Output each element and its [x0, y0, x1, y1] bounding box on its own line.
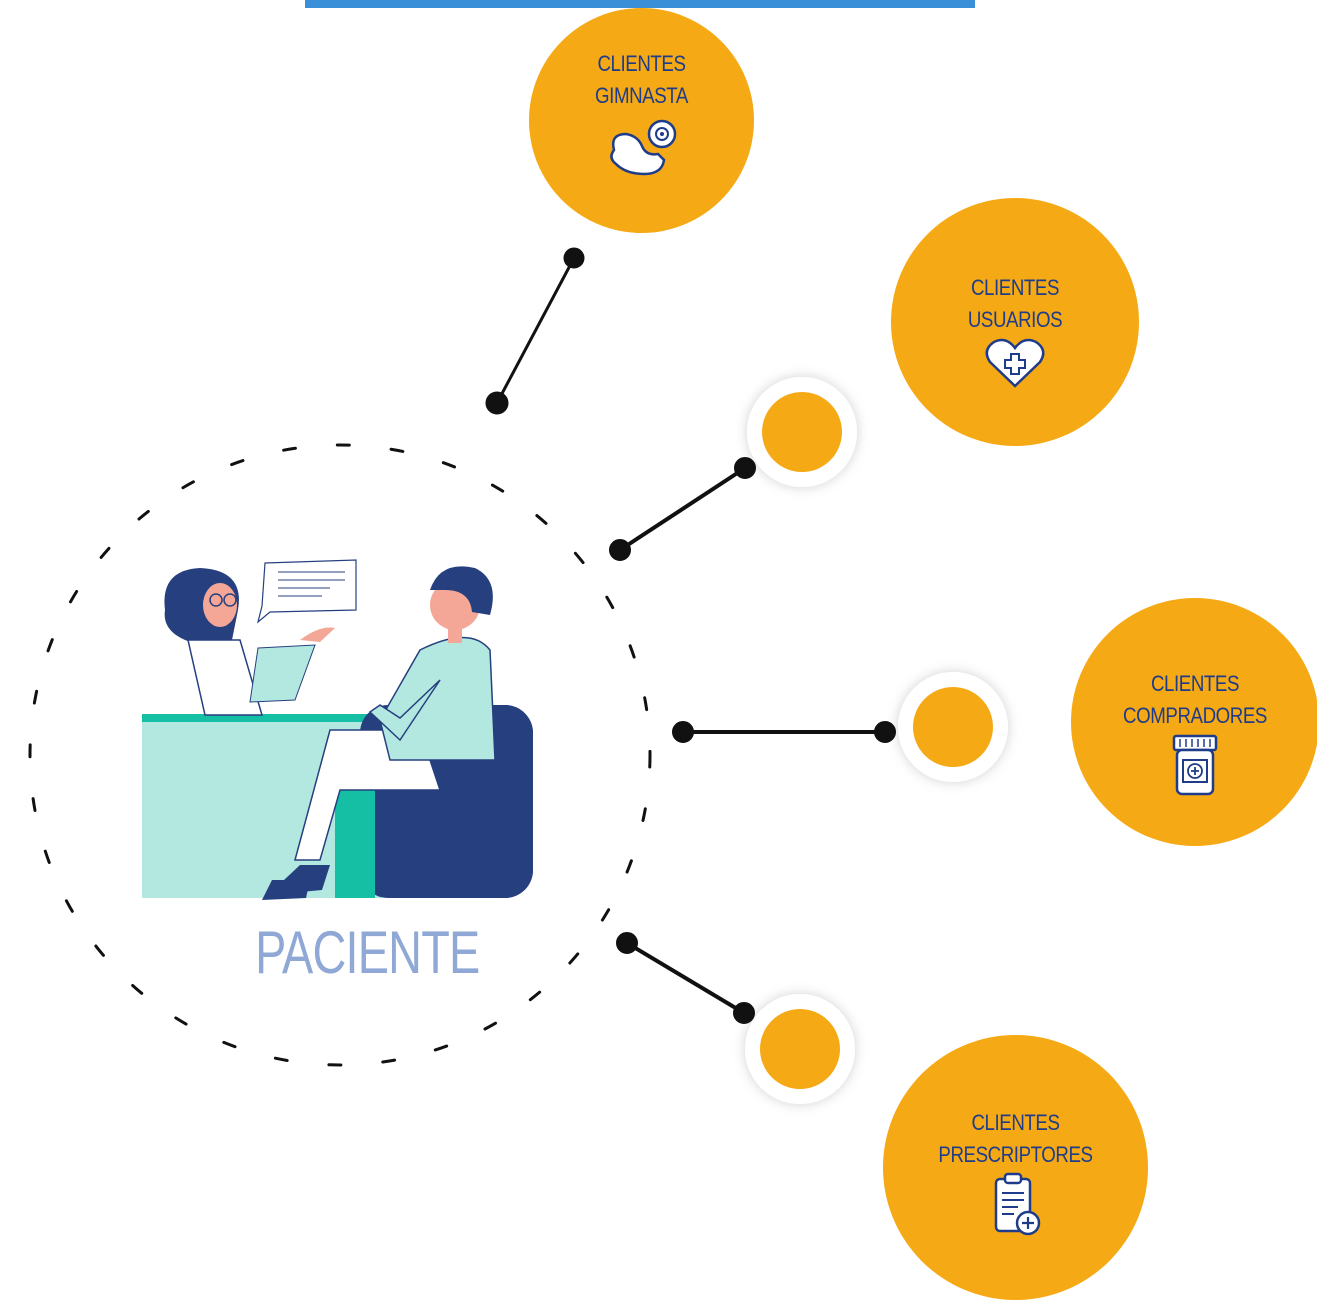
- node-label-line1: CLIENTES: [971, 1110, 1060, 1135]
- connector-prescriptores: [616, 932, 755, 1024]
- node-dot-usuarios: [747, 377, 857, 487]
- node-label-line2: USUARIOS: [967, 307, 1063, 332]
- center-label: PACIENTE: [255, 919, 480, 986]
- heart-medical-cross-icon: [985, 338, 1045, 388]
- node-label-line2: COMPRADORES: [1123, 703, 1267, 728]
- connector-usuarios: [609, 457, 756, 561]
- flexed-bicep-icon: [609, 119, 676, 176]
- doctor-patient-illustration: [142, 559, 533, 900]
- dashed-ring: [28, 443, 652, 1067]
- connector-compradores: [672, 721, 896, 743]
- pill-bottle-icon: [1172, 734, 1218, 796]
- node-dot-prescriptores: [745, 994, 855, 1104]
- node-label-line1: CLIENTES: [597, 51, 686, 76]
- node-label-line1: CLIENTES: [970, 275, 1060, 300]
- node-dot-compradores: [898, 672, 1008, 782]
- connector-gimnasta: [485, 247, 585, 415]
- node-label-line2: PRESCRIPTORES: [938, 1142, 1093, 1167]
- medical-clipboard-icon: [994, 1172, 1040, 1236]
- top-bar: [305, 0, 975, 8]
- node-label-line1: CLIENTES: [1150, 671, 1240, 696]
- node-clientes-usuarios: CLIENTES USUARIOS: [891, 198, 1139, 446]
- node-clientes-compradores: CLIENTES COMPRADORES: [1071, 598, 1317, 846]
- node-label-line2: GIMNASTA: [595, 83, 688, 108]
- node-clientes-gimnasta: CLIENTES GIMNASTA: [529, 8, 754, 233]
- node-clientes-prescriptores: CLIENTES PRESCRIPTORES: [883, 1035, 1148, 1300]
